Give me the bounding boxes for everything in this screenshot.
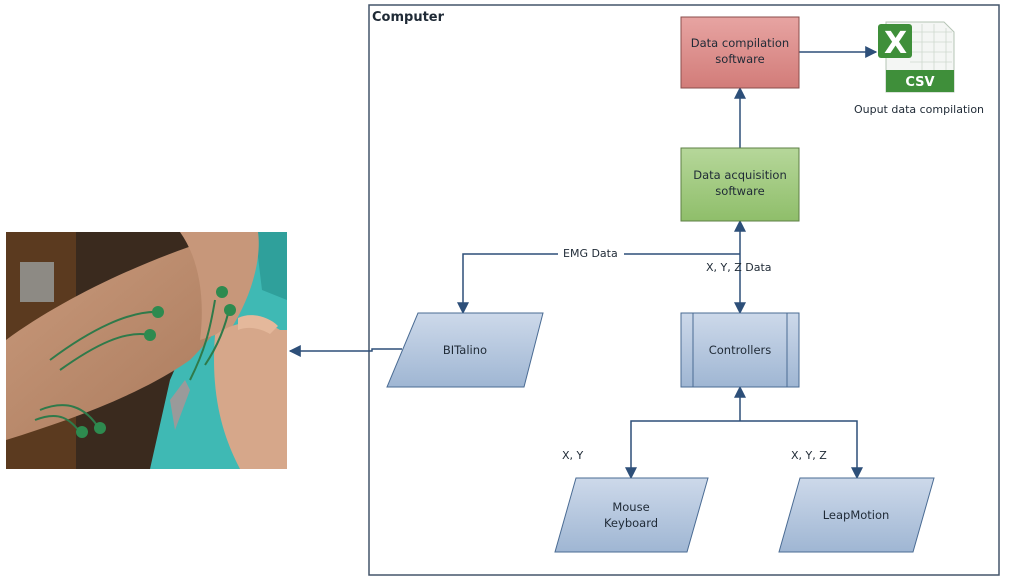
csv-icon-letter: X — [884, 26, 907, 61]
leapmotion-label: LeapMotion — [823, 508, 890, 522]
xyz-label: X, Y, Z — [791, 449, 827, 462]
leapmotion-node: LeapMotion — [778, 477, 935, 553]
xyz-data-label: X, Y, Z Data — [706, 261, 772, 274]
csv-caption: Ouput data compilation — [854, 103, 984, 116]
bitalino-label: BITalino — [443, 343, 487, 357]
edge-emg-data — [457, 253, 740, 315]
edge-mouse-branch — [625, 420, 740, 480]
emg-data-label: EMG Data — [563, 247, 618, 260]
data-acquisition-label-1: Data acquisition — [693, 168, 786, 182]
controllers-label: Controllers — [709, 343, 772, 357]
edge-bitalino-to-photo — [288, 345, 402, 357]
data-acquisition-node: Data acquisition software — [680, 147, 800, 222]
mouse-label: Mouse — [612, 500, 649, 514]
bitalino-node: BITalino — [386, 312, 544, 388]
csv-badge-text: CSV — [905, 75, 934, 90]
data-compilation-label-1: Data compilation — [691, 36, 789, 50]
data-compilation-node: Data compilation software — [680, 16, 800, 89]
mouse-keyboard-node: Mouse Keyboard — [554, 477, 709, 553]
csv-file-icon: X CSV — [878, 21, 955, 93]
edge-leap-branch — [740, 420, 863, 480]
xy-label: X, Y — [562, 449, 584, 462]
computer-frame-title: Computer — [372, 10, 445, 25]
controllers-node: Controllers — [680, 312, 800, 388]
data-compilation-label-2: software — [715, 52, 764, 66]
arm-electrodes-photo — [6, 232, 287, 469]
keyboard-label: Keyboard — [604, 516, 658, 530]
data-acquisition-label-2: software — [715, 184, 764, 198]
